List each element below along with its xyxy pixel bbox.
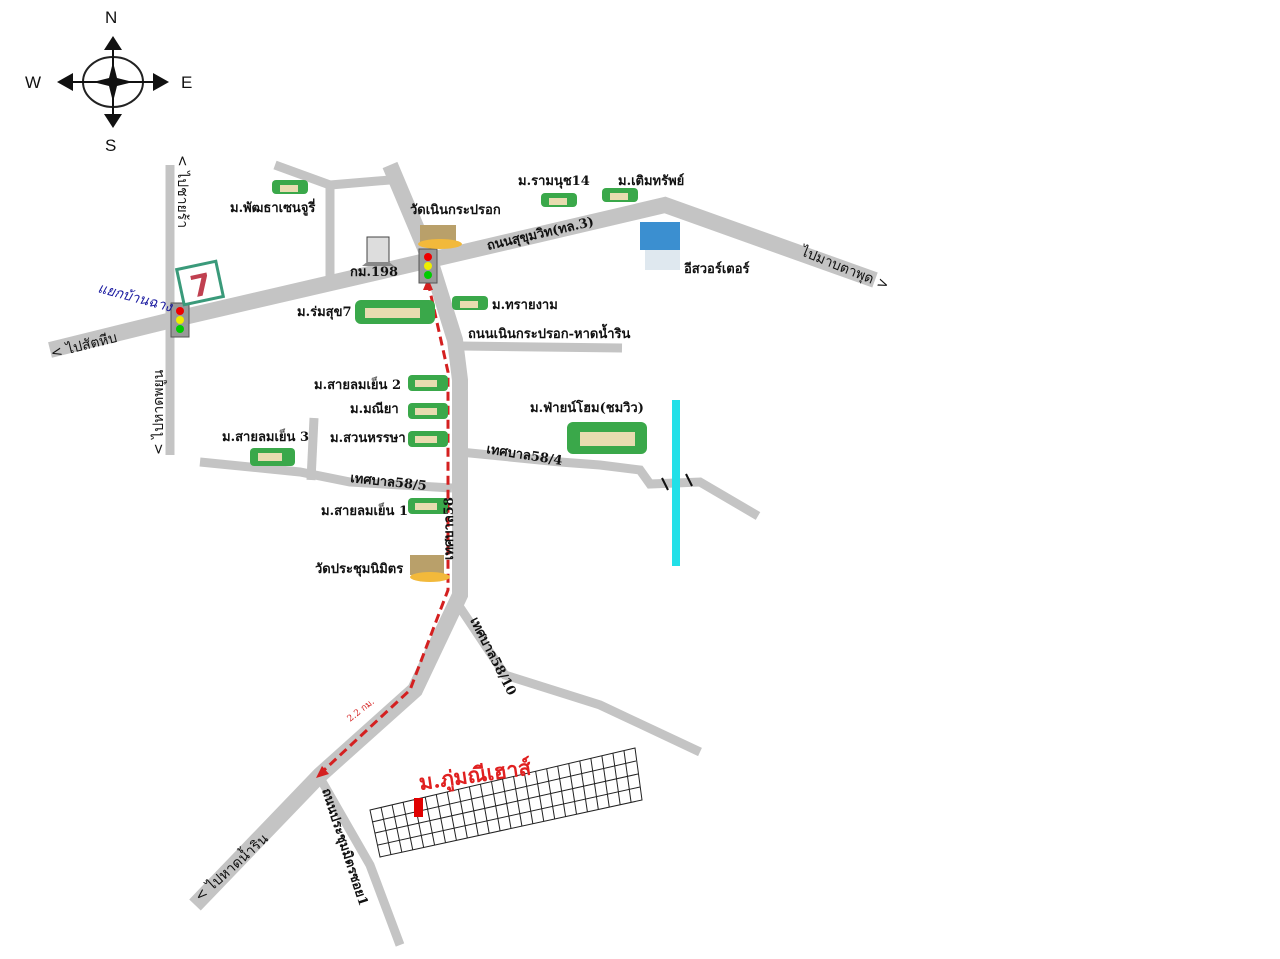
label-maneeya: ม.มณียา bbox=[350, 401, 399, 417]
label-wat-prachum: วัดประชุมนิมิตร bbox=[315, 562, 403, 577]
label-saylom1: ม.สายลมเย็น 1 bbox=[321, 501, 408, 519]
label-sai-ngam: ม.ทรายงาม bbox=[492, 298, 558, 313]
village-icon bbox=[355, 300, 435, 324]
tessaban58-5-road bbox=[199, 457, 453, 493]
village-icon bbox=[567, 422, 647, 454]
label-km-marker: กม.198 bbox=[350, 265, 398, 280]
plot-divider bbox=[468, 786, 479, 836]
traffic-light-icon bbox=[418, 248, 438, 284]
label-fairn: ม.ฟ่ายน์โฮม(ชมวิว) bbox=[530, 399, 644, 416]
label-to-south: < ไปหาดพยูน bbox=[150, 369, 167, 455]
traffic-light-icon bbox=[170, 302, 190, 338]
label-pattha: ม.พัฒธาเซนจูรี่ bbox=[230, 198, 315, 216]
label-tessaban58: เทศบาล58 bbox=[442, 497, 457, 560]
plot-divider bbox=[424, 796, 436, 846]
label-toem: ม.เติมทรัพย์ bbox=[618, 173, 684, 189]
temple-icon bbox=[418, 225, 462, 249]
label-tessaban58-10: เทศบาล58/10 bbox=[466, 615, 518, 698]
plot-divider bbox=[612, 753, 621, 805]
label-noen-road: ถนนเนินกระปรอก-หาดน้ำริน bbox=[468, 323, 630, 342]
label-saylom2: ม.สายลมเย็น 2 bbox=[314, 375, 401, 393]
housing-estate-plan bbox=[369, 747, 643, 858]
label-suan: ม.สวนหรรษา bbox=[330, 431, 406, 446]
label-romsuk7: ม.ร่มสุข7 bbox=[297, 305, 352, 320]
label-eastwater: อีสวอร์เตอร์ bbox=[684, 261, 750, 277]
label-to-east: ไปมาบตาพุด > bbox=[798, 243, 892, 294]
plot-divider bbox=[446, 791, 457, 841]
temple-icon bbox=[410, 555, 450, 582]
compass-e: E bbox=[181, 73, 192, 92]
village-icon bbox=[408, 498, 448, 514]
compass-s: S bbox=[105, 136, 116, 155]
label-saylom3: ม.สายลมเย็น 3 bbox=[222, 427, 309, 445]
plot-divider bbox=[557, 766, 567, 817]
plot-divider bbox=[479, 784, 490, 834]
label-to-southwest: < ไปหาดน้ำริน bbox=[190, 828, 272, 905]
plot-divider bbox=[568, 763, 577, 815]
village-icon bbox=[250, 448, 295, 466]
plot-divider bbox=[601, 755, 610, 808]
roads bbox=[48, 160, 878, 947]
compass-n: N bbox=[105, 8, 117, 27]
plot-marker bbox=[414, 798, 423, 817]
label-junction: แยกบ้านฉาง bbox=[96, 280, 175, 315]
label-raman14: ม.รามนุช14 bbox=[518, 174, 590, 189]
plot-divider bbox=[579, 760, 588, 812]
plot-divider bbox=[490, 781, 501, 831]
plot-divider bbox=[535, 771, 545, 822]
village-icon bbox=[408, 431, 448, 447]
plot-divider bbox=[502, 778, 512, 829]
label-to-north: < ไปชายร้า bbox=[174, 155, 191, 228]
village-icon bbox=[408, 403, 448, 419]
village-icons bbox=[250, 180, 647, 514]
noen-road bbox=[459, 341, 623, 353]
plot-divider bbox=[457, 789, 468, 839]
plot-divider bbox=[380, 807, 392, 855]
tessaban58-4-road bbox=[459, 447, 761, 520]
label-tessaban58-4: เทศบาล58/4 bbox=[485, 442, 563, 469]
label-wat-noen: วัดเนินกระปรอก bbox=[410, 203, 501, 218]
plot-divider bbox=[623, 750, 632, 803]
label-sukhumvit: ถนนสุขุมวิท(ทล.3) bbox=[486, 215, 596, 254]
route-line bbox=[320, 281, 450, 774]
bridge-icon bbox=[661, 473, 693, 491]
tessaban58-10-road bbox=[451, 597, 702, 757]
water-tower-icon bbox=[640, 222, 680, 270]
plot-divider bbox=[435, 794, 446, 843]
plot-divider bbox=[524, 773, 534, 824]
seven-eleven-icon: 7 bbox=[174, 259, 226, 307]
compass-w: W bbox=[25, 73, 41, 92]
plot-divider bbox=[391, 804, 403, 853]
building-icon bbox=[362, 236, 394, 266]
village-icon bbox=[541, 193, 577, 207]
village-icon bbox=[452, 296, 488, 310]
village-icon bbox=[272, 180, 308, 194]
route-arrow-icon bbox=[316, 766, 329, 778]
plot-divider bbox=[590, 758, 599, 810]
village-icon bbox=[602, 188, 638, 202]
saylom3-road bbox=[306, 417, 319, 481]
prachum-road bbox=[316, 775, 405, 947]
compass-icon bbox=[57, 36, 169, 128]
plot-divider bbox=[546, 768, 556, 820]
label-tessaban58-5: เทศบาล58/5 bbox=[350, 471, 428, 494]
plot-divider bbox=[402, 802, 414, 850]
village-icon bbox=[408, 375, 448, 391]
plot-divider bbox=[513, 776, 523, 827]
route-arrow-icon bbox=[423, 278, 433, 290]
